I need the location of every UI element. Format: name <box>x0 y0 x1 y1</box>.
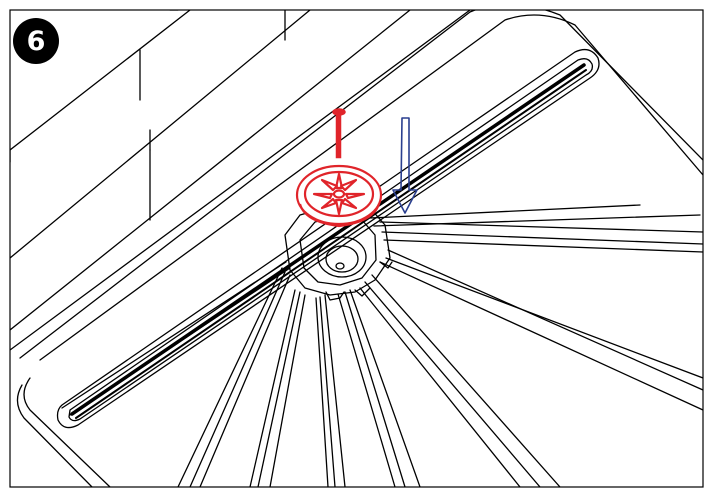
step-number-badge: 6 <box>13 18 59 64</box>
step-number: 6 <box>26 25 46 57</box>
drain-hole <box>317 236 367 278</box>
tray-rim <box>16 10 703 487</box>
down-arrow <box>392 117 418 214</box>
drain-cover <box>295 164 383 228</box>
tray-ridges <box>61 204 703 487</box>
screw <box>332 108 346 159</box>
wall-tiles <box>10 10 471 351</box>
channel-drain <box>56 48 600 429</box>
image-frame <box>9 9 704 488</box>
